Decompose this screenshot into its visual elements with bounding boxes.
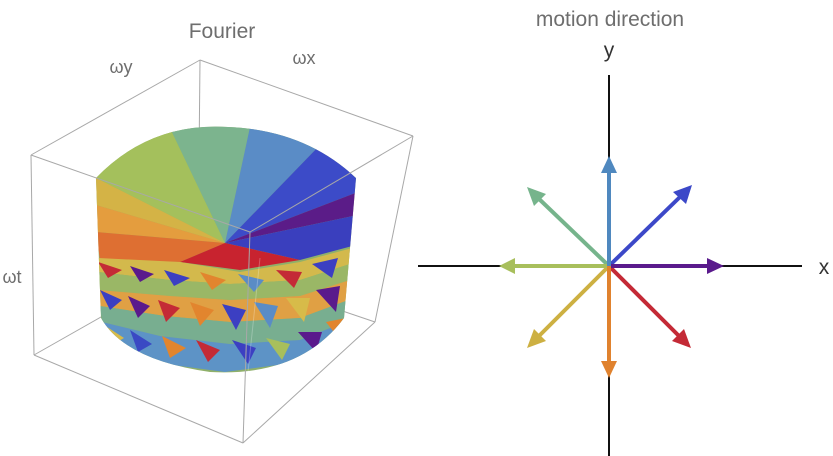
arrow-left bbox=[499, 258, 609, 274]
axis-label-x: x bbox=[819, 256, 830, 279]
arrow-up-right bbox=[607, 185, 692, 268]
arrow-right bbox=[609, 258, 724, 274]
motion-direction-diagram: motion direction y x bbox=[418, 8, 830, 456]
arrow-down bbox=[601, 266, 617, 378]
axis-label-wx: ωx bbox=[292, 48, 315, 68]
axis-label-y: y bbox=[604, 39, 615, 62]
motion-title: motion direction bbox=[536, 8, 684, 31]
fourier-plot: Fourier bbox=[2, 20, 414, 444]
axis-label-wt: ωt bbox=[2, 267, 21, 287]
fourier-cylinder bbox=[96, 126, 356, 373]
arrow-up bbox=[601, 156, 617, 266]
arrow-up-left bbox=[527, 187, 611, 268]
bounding-box-front bbox=[30, 135, 414, 444]
fourier-title: Fourier bbox=[189, 20, 256, 43]
arrow-down-right bbox=[607, 264, 691, 348]
axis-label-wy: ωy bbox=[109, 57, 132, 77]
arrow-down-left bbox=[527, 264, 611, 348]
